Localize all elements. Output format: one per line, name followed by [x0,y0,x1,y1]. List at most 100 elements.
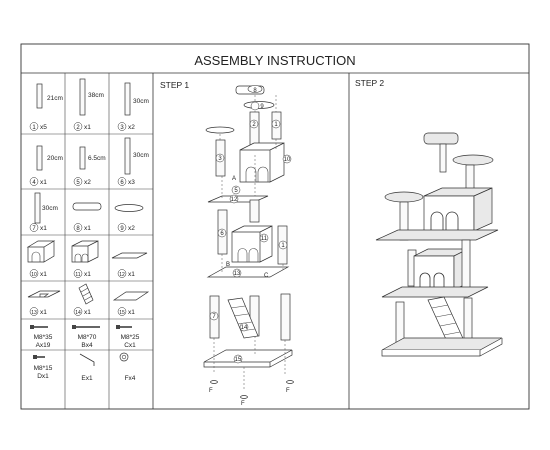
screw-icon-a [30,325,48,329]
part-quantity: x1 [84,271,91,278]
part-number-circle [29,307,39,316]
screw-icon-d [33,355,45,359]
exploded-round-platform-2 [205,126,235,134]
part-dimension: 30cm [133,152,149,159]
assembled-round-platform-left [384,191,424,203]
post-part-1 [36,83,43,109]
hardware-code: Ex1 [81,375,93,382]
part-number: 12 [119,272,125,278]
part-quantity: x2 [128,124,135,131]
part-dimension: 20cm [47,155,63,162]
part-number: 15 [119,310,125,316]
screw-icon-b [72,325,100,329]
hardware-code: Fx4 [125,375,136,382]
part-number-circle [29,122,39,131]
assembled-middle-board [375,229,499,241]
callout-2: 2 [252,122,256,128]
part-number-circle [29,269,39,278]
assembled-upper-house [423,195,475,232]
part-number: 1 [32,125,36,131]
callout-8: 8 [253,88,257,94]
step2-label: STEP 2 [355,78,384,88]
exploded-board-13 [206,266,290,278]
callout-15: 15 [235,357,242,363]
part-number-circle [73,122,83,131]
post-part-4 [36,145,43,171]
part-number: 7 [32,226,36,232]
exploded-upper-house [239,142,285,183]
callout-10: 10 [284,157,291,163]
part-number-circle [73,177,83,186]
part-number-circle [29,177,39,186]
part-dimension: 21cm [47,95,63,102]
callout-a1: A [232,176,236,182]
post-part-5 [79,146,86,170]
callout-9: 9 [260,104,264,110]
assembled-hammock [423,132,459,145]
part-quantity: x2 [84,179,91,186]
parts-grid [21,73,153,409]
step1-exploded-view: 8 9 [203,85,294,407]
part-quantity: x1 [84,309,91,316]
callout-11: 11 [261,236,268,242]
part-number: 9 [120,226,124,232]
hardware-size: M8*15 [34,365,53,372]
part-number: 4 [32,180,36,186]
part-quantity: x1 [40,309,47,316]
callout-f3: F [286,388,290,394]
board-part-15 [112,291,150,301]
hammock-part-8 [72,202,102,211]
hardware-code: Bx4 [81,342,93,349]
part-quantity: x1 [40,225,47,232]
hardware-code: Ax19 [36,342,51,349]
part-quantity: x1 [84,124,91,131]
part-number-circle [73,269,83,278]
part-quantity: x3 [128,179,135,186]
assembled-base [381,337,503,351]
part-number: 13 [31,310,37,316]
part-number-circle [117,122,127,131]
hardware-code: Cx1 [124,342,136,349]
part-number-circle [73,307,83,316]
hardware-code: Dx1 [37,373,49,380]
round-platform-part-9 [114,204,144,212]
step2-assembled-view [375,132,503,357]
foot-cap-icon [119,352,129,362]
assembled-lower-board [381,286,489,298]
post-part-7 [34,192,41,224]
page-title: ASSEMBLY INSTRUCTION [194,53,355,68]
part-number: 11 [75,272,80,278]
callout-f2: F [241,401,245,407]
assembled-round-platform-right [452,154,494,166]
part-dimension: 30cm [42,205,58,212]
part-number: 14 [75,310,81,316]
callout-3: 3 [218,156,222,162]
callout-b1: B [226,262,230,268]
post-part-2 [79,78,86,116]
screw-icon-c [116,325,132,329]
part-quantity: x1 [40,179,47,186]
hardware-size: M8*35 [34,334,53,341]
part-quantity: x2 [128,225,135,232]
part-dimension: 30cm [133,98,149,105]
part-number: 8 [76,226,80,232]
part-number: 5 [76,180,80,186]
part-quantity: x1 [128,271,135,278]
part-dimension: 6.5cm [88,155,106,162]
part-quantity: x1 [84,225,91,232]
part-number-circle [29,223,39,232]
callout-13: 13 [234,271,241,277]
hardware-size: M8*70 [78,334,97,341]
part-quantity: x1 [128,309,135,316]
part-quantity: x1 [40,271,47,278]
board-part-12 [111,252,148,259]
board-part-13 [27,290,61,298]
hardware-size: M8*25 [121,334,140,341]
part-quantity: x5 [40,124,47,131]
callout-c: C [264,273,269,279]
callout-5: 5 [234,188,238,194]
exploded-post-6c [280,293,291,341]
